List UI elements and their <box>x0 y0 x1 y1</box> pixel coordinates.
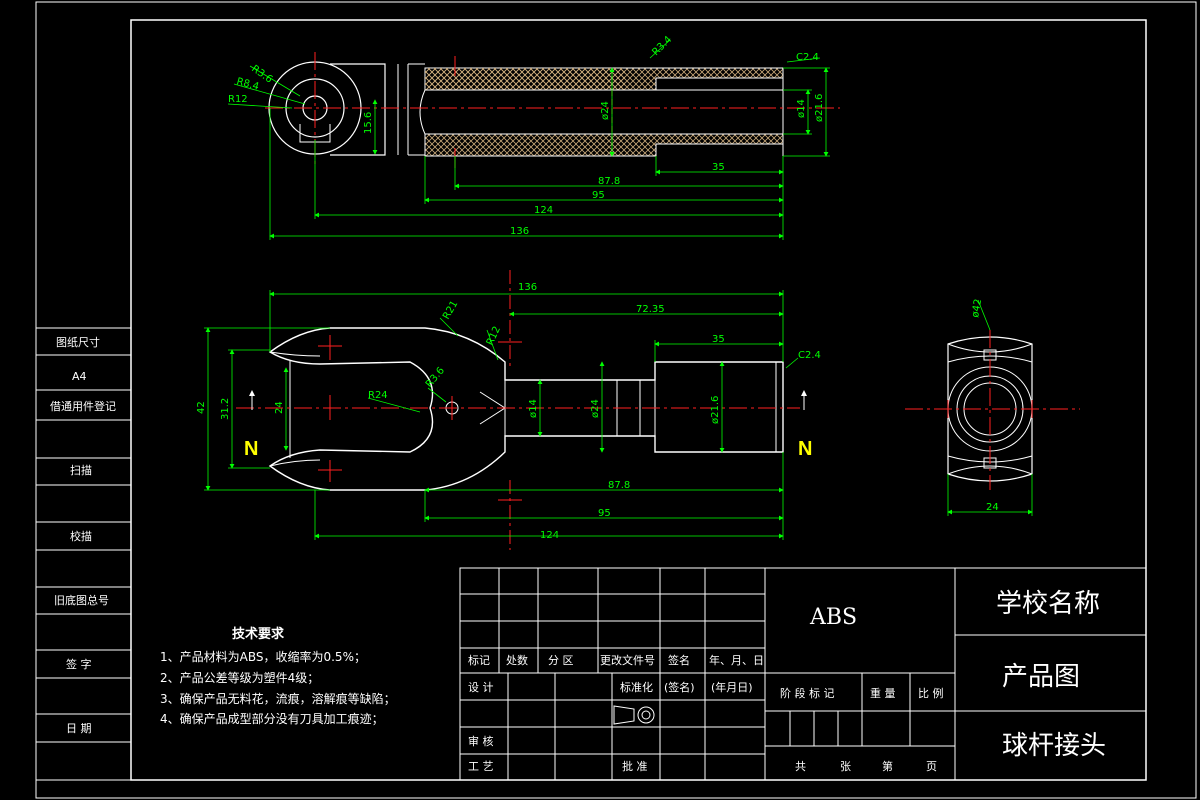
top-dim-c2-4: C2.4 <box>796 52 819 63</box>
tb-sign: (签名) <box>664 680 695 694</box>
tb-approve: 批 准 <box>622 759 648 773</box>
end-view: ø42 24 <box>905 298 1080 516</box>
side-panel <box>35 327 132 781</box>
front-dim-l136: 136 <box>518 282 537 293</box>
tb-weight: 重 量 <box>870 686 896 700</box>
tb-rev-date: 年、月、日 <box>709 653 764 667</box>
side-label-a4: A4 <box>72 370 87 383</box>
front-dim-l72-35: 72.35 <box>636 304 665 315</box>
front-dim-l95: 95 <box>598 508 611 519</box>
tb-rev-mark: 标记 <box>468 653 490 667</box>
front-view: 136 72.35 R21 R12 R24 R3.6 35 C2.4 42 31… <box>196 270 821 550</box>
top-view: R3.6 R8.4 R12 R3.4 C2.4 ø24 ø14 ø21.6 15… <box>227 34 840 240</box>
top-dim-r8-4: R8.4 <box>235 76 260 93</box>
tb-rev-sign: 签名 <box>668 653 690 667</box>
front-dim-h24: 24 <box>274 401 285 414</box>
top-dim-l95: 95 <box>592 190 605 201</box>
top-dim-d21-6: ø21.6 <box>814 94 825 122</box>
front-dim-l124: 124 <box>540 530 559 541</box>
front-dim-l35: 35 <box>712 334 725 345</box>
side-label-scan: 扫描 <box>70 463 92 477</box>
side-label-trace: 校描 <box>70 529 92 543</box>
front-dim-l87-8: 87.8 <box>608 480 630 491</box>
top-dim-d14: ø14 <box>796 99 807 118</box>
tb-stage-mark: 阶 段 标 记 <box>780 686 835 700</box>
front-dim-r3-6: R3.6 <box>424 365 447 390</box>
top-dim-l124: 124 <box>534 205 553 216</box>
tb-sheets-unit: 张 <box>840 760 851 773</box>
tech-req-item-2: 2、产品公差等级为塑件4级； <box>160 670 319 685</box>
side-label-borrowed-parts: 借通用件登记 <box>50 399 116 413</box>
tb-scale: 比 例 <box>918 686 944 700</box>
tb-drawing-type: 产品图 <box>1002 662 1080 692</box>
tb-process: 工 艺 <box>468 760 494 773</box>
title-block <box>459 567 1147 781</box>
end-dim-w24: 24 <box>986 502 999 513</box>
front-dim-c2-4: C2.4 <box>798 350 821 361</box>
section-label-right: N <box>798 438 812 460</box>
tb-page-unit: 页 <box>926 760 937 773</box>
side-label-old-drawing-no: 旧底图总号 <box>54 593 109 607</box>
tb-part-name: 球杆接头 <box>1002 731 1106 761</box>
front-dim-d14: ø14 <box>528 399 539 418</box>
front-dim-d21-6: ø21.6 <box>710 396 721 424</box>
tech-req-title: 技术要求 <box>232 626 285 642</box>
end-dim-d42: ø42 <box>970 298 984 318</box>
tb-sheets: 共 <box>795 760 806 773</box>
tech-req-item-4: 4、确保产品成型部分没有刀具加工痕迹； <box>160 711 384 726</box>
top-dim-l87-8: 87.8 <box>598 176 620 187</box>
front-dim-h42: 42 <box>196 401 207 414</box>
top-dim-d24: ø24 <box>600 101 611 120</box>
tb-material: ABS <box>809 605 857 630</box>
top-dim-h15-6: 15.6 <box>363 112 374 134</box>
tb-standardization: 标准化 <box>620 680 653 694</box>
tech-req-item-1: 1、产品材料为ABS，收缩率为0.5%； <box>160 649 366 664</box>
tb-review: 审 核 <box>468 734 494 748</box>
front-dim-r21: R21 <box>441 299 460 322</box>
tb-date: (年月日) <box>711 680 753 694</box>
side-label-paper-size: 图纸尺寸 <box>56 335 100 349</box>
tb-page: 第 <box>882 759 893 773</box>
front-dim-d24: ø24 <box>590 399 601 418</box>
section-label-left: N <box>244 438 258 460</box>
tech-req-item-3: 3、确保产品无料花，流痕，溶解痕等缺陷； <box>160 691 396 706</box>
top-dim-r12: R12 <box>228 94 248 105</box>
tb-rev-doc: 更改文件号 <box>600 653 655 667</box>
tb-design: 设 计 <box>468 681 494 694</box>
front-dim-r24: R24 <box>368 390 388 401</box>
front-dim-h31-2: 31.2 <box>220 398 231 420</box>
technical-requirements: 技术要求 1、产品材料为ABS，收缩率为0.5%； 2、产品公差等级为塑件4级；… <box>160 626 396 726</box>
tb-rev-count: 处数 <box>506 654 528 667</box>
front-dim-r12: R12 <box>485 325 503 347</box>
side-label-date: 日 期 <box>66 722 92 735</box>
tb-school: 学校名称 <box>996 589 1100 619</box>
top-dim-l35: 35 <box>712 162 725 173</box>
top-dim-r3-4: R3.4 <box>650 34 674 58</box>
side-label-signature: 签 字 <box>66 657 92 671</box>
top-dim-l136: 136 <box>510 226 529 237</box>
tb-rev-zone: 分 区 <box>548 654 574 667</box>
